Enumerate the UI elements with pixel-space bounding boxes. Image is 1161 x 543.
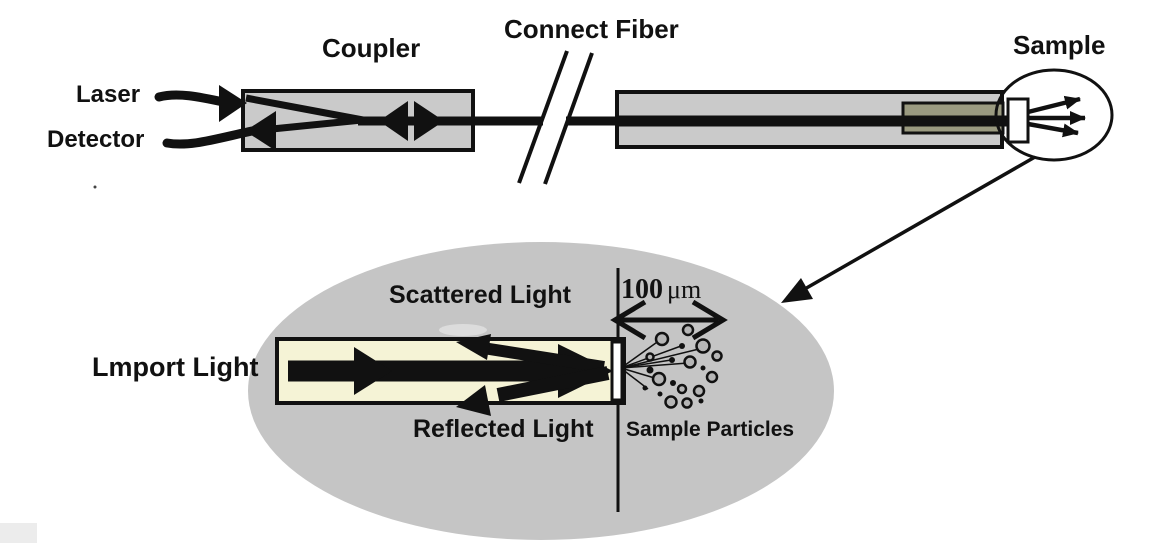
sample-zone	[994, 68, 1114, 162]
probe-end-cap	[1006, 97, 1030, 144]
import-light-label: Lmport Light	[92, 352, 259, 382]
scattered-light-arrow	[456, 334, 605, 373]
laser-arrow	[154, 85, 364, 124]
sample-particles-label: Sample Particles	[626, 418, 795, 441]
reflected-light-label: Reflected Light	[413, 415, 594, 443]
sample-circle	[994, 68, 1114, 162]
detector-arrow	[162, 111, 363, 151]
detector-label: Detector	[47, 126, 145, 153]
corner-swatch	[0, 523, 37, 543]
connect-fiber-label: Connect Fiber	[504, 14, 679, 44]
scatter-rays	[620, 339, 700, 390]
sample-particles-cluster	[642, 323, 723, 409]
scale-arrow	[610, 299, 728, 341]
scale-unit: μm	[667, 275, 702, 304]
coupler-label: Coupler	[322, 33, 421, 63]
sample-label: Sample	[1013, 30, 1106, 60]
scattered-light-label: Scattered Light	[389, 281, 571, 309]
ghost-artifact	[439, 324, 487, 336]
scale-label: 100 μm	[621, 276, 701, 304]
reflected-light-arrow	[456, 366, 610, 416]
probe-body	[615, 90, 1030, 149]
inset-pointer-arrow	[781, 155, 1036, 303]
stray-dot	[93, 185, 97, 189]
laser-label: Laser	[76, 81, 141, 108]
scale-value: 100	[621, 274, 663, 305]
fiber-end-face	[610, 340, 624, 402]
fiber-break-marks	[517, 50, 594, 185]
